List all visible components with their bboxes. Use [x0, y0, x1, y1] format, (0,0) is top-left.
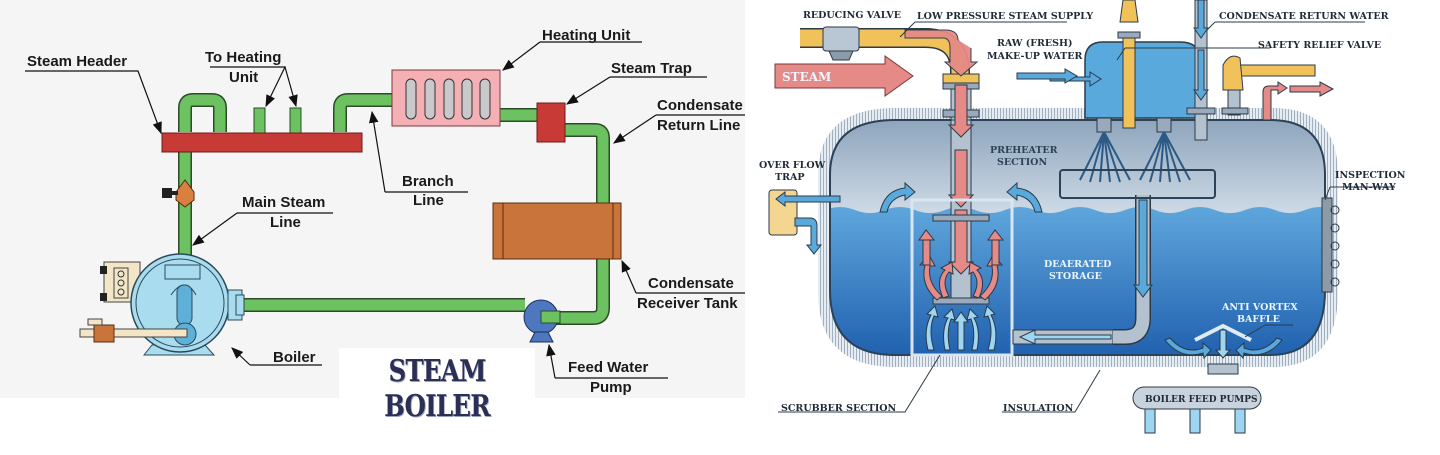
steam-header [161, 132, 363, 153]
title-banner: STEAM BOILER [339, 348, 535, 424]
label-feed-water-pump-line2: Pump [590, 379, 632, 396]
heating-stub-1 [253, 107, 266, 135]
label-reducing-valve: REDUCING VALVE [803, 10, 901, 21]
steam-boiler-svg: Steam Header To Heating Unit Heating Uni… [25, 27, 745, 396]
label-storage: STORAGE [1049, 271, 1102, 282]
label-safety-relief-valve: SAFETY RELIEF VALVE [1258, 40, 1381, 51]
label-preheater-line2: SECTION [997, 157, 1047, 168]
tank-shell [829, 119, 1326, 356]
label-deaerated: DEAERATED [1044, 259, 1111, 270]
label-scrubber-section: SCRUBBER SECTION [781, 403, 897, 414]
steam-arrow [774, 55, 914, 97]
scrubber-section [879, 181, 1043, 357]
anti-vortex-baffle [1164, 323, 1283, 360]
pipe-fill [179, 94, 609, 324]
label-inspection: INSPECTION [1335, 170, 1406, 181]
return-pipe [1012, 195, 1153, 345]
boiler [79, 253, 245, 356]
steam-boiler-diagram: Steam Header To Heating Unit Heating Uni… [0, 0, 745, 424]
deaerator-diagram: REDUCING VALVE LOW PRESSURE STEAM SUPPLY… [745, 0, 1440, 450]
label-branch-line: Branch [402, 173, 454, 190]
label-branch-line-line2: Line [413, 192, 444, 209]
label-preheater: PREHEATER [990, 145, 1058, 156]
label-condensate-return-water: CONDENSATE RETURN WATER [1219, 11, 1389, 22]
heating-unit [391, 69, 501, 127]
label-steam: STEAM [782, 70, 831, 84]
label-low-pressure-steam-supply: LOW PRESSURE STEAM SUPPLY [917, 11, 1093, 22]
label-feed-water-pump: Feed Water [568, 359, 648, 376]
label-main-steam-line2: Line [270, 214, 301, 231]
heating-stub-2 [289, 107, 302, 135]
label-overflow-trap-line2: TRAP [775, 172, 804, 183]
preheater-tray [1059, 169, 1216, 199]
boiler-feed-pumps-header [1132, 363, 1262, 434]
label-main-steam: Main Steam [242, 194, 325, 211]
spray-nozzles [1079, 131, 1191, 183]
label-heating-unit: Heating Unit [542, 27, 630, 44]
label-steam-header: Steam Header [27, 53, 127, 70]
label-makeup-water: MAKE-UP WATER [987, 51, 1082, 62]
feed-water-pump [523, 299, 561, 343]
label-boiler: Boiler [273, 349, 316, 366]
leader-lines [778, 21, 1395, 413]
deaerator-svg: REDUCING VALVE LOW PRESSURE STEAM SUPPLY… [759, 0, 1406, 434]
overflow-trap [768, 189, 841, 255]
leader-lines [25, 41, 745, 379]
steam-trap [536, 102, 566, 143]
diagram-title: STEAM BOILER [384, 354, 491, 424]
inspection-manway [1321, 197, 1340, 293]
label-manway: MAN-WAY [1342, 182, 1396, 193]
label-steam-trap: Steam Trap [611, 60, 692, 77]
label-baffle: BAFFLE [1237, 314, 1280, 325]
steam-inlet-column [904, 29, 990, 305]
makeup-water-arrow [1016, 68, 1078, 84]
label-to-heating-unit-line2: Unit [229, 69, 258, 86]
label-condensate-receiver: Condensate [648, 275, 734, 292]
condensate-receiver-tank [492, 202, 622, 260]
label-overflow-trap: OVER FLOW [759, 160, 826, 171]
safety-relief-valve [1221, 55, 1335, 121]
label-boiler-feed-pumps: BOILER FEED PUMPS [1145, 395, 1258, 405]
label-condensate-return-line2: Return Line [657, 117, 740, 134]
label-raw-fresh-water: RAW (FRESH) [997, 38, 1072, 49]
label-anti-vortex: ANTI VORTEX [1221, 302, 1298, 313]
label-to-heating-unit: To Heating [205, 49, 281, 66]
main-steam-valve [162, 179, 195, 208]
makeup-water-chamber [1049, 0, 1201, 133]
label-condensate-return: Condensate [657, 97, 743, 114]
label-condensate-receiver-line2: Receiver Tank [637, 295, 738, 312]
label-insulation: INSULATION [1003, 403, 1074, 414]
condensate-return-pipe [1186, 0, 1216, 141]
